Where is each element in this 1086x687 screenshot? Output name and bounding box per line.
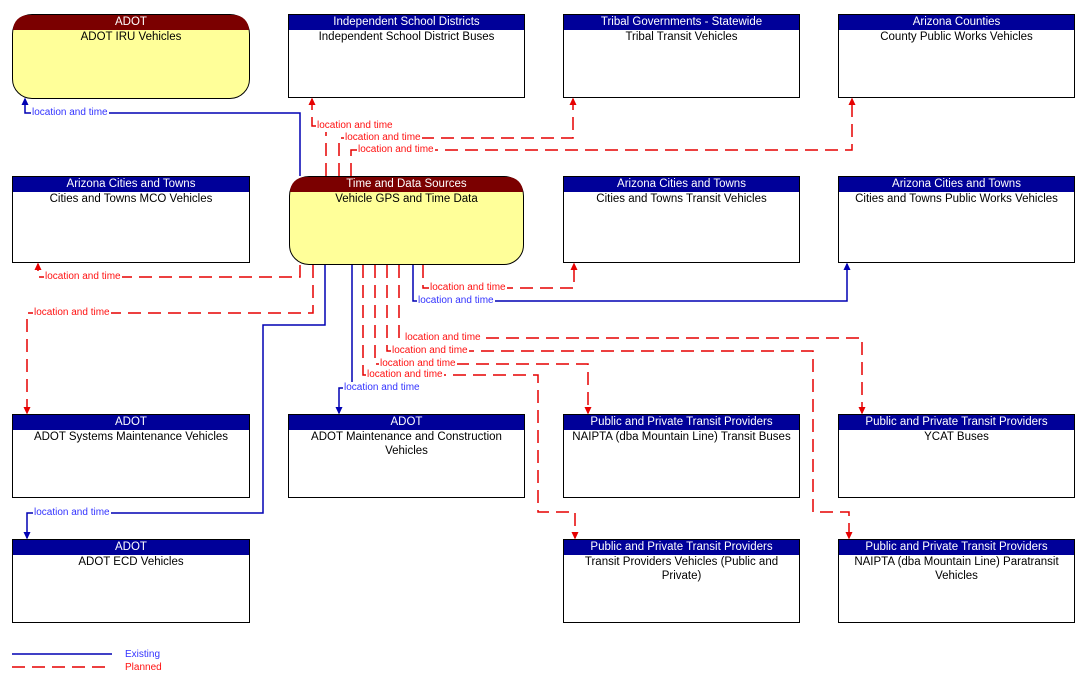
box-header: ADOT (289, 415, 524, 430)
box-body: ADOT Maintenance and Construction Vehicl… (311, 431, 502, 457)
box-header: Time and Data Sources (290, 177, 523, 192)
box-body: ADOT ECD Vehicles (78, 556, 184, 568)
box-cities-and-towns-transit-vehicles[interactable]: Arizona Cities and Towns Cities and Town… (563, 176, 800, 263)
box-naipta-transit-buses[interactable]: Public and Private Transit Providers NAI… (563, 414, 800, 498)
flow-label: location and time (44, 271, 122, 283)
box-body: Vehicle GPS and Time Data (335, 193, 478, 205)
box-header: Arizona Cities and Towns (839, 177, 1074, 192)
box-body: Cities and Towns Transit Vehicles (596, 193, 767, 205)
flow-line-county-public-works-vehicles (350, 97, 856, 176)
box-header: Independent School Districts (289, 15, 524, 30)
box-body: Cities and Towns MCO Vehicles (49, 193, 213, 205)
box-cities-and-towns-mco-vehicles[interactable]: Arizona Cities and Towns Cities and Town… (12, 176, 250, 263)
flow-label: location and time (344, 132, 422, 144)
box-tribal-transit-vehicles[interactable]: Tribal Governments - Statewide Tribal Tr… (563, 14, 800, 98)
box-body: Independent School District Buses (318, 31, 495, 43)
flow-label: location and time (417, 295, 495, 307)
box-body: YCAT Buses (924, 431, 989, 443)
box-header: ADOT (13, 415, 249, 430)
box-header: Arizona Cities and Towns (564, 177, 799, 192)
flow-label: location and time (404, 332, 482, 344)
legend-existing-label: Existing (125, 649, 161, 660)
box-adot-systems-maintenance-vehicles[interactable]: ADOT ADOT Systems Maintenance Vehicles (12, 414, 250, 498)
flow-line-independent-school-district-buses (308, 97, 327, 176)
flow-label: location and time (33, 307, 111, 319)
flow-line-adot-systems-maintenance-vehicles (23, 265, 314, 415)
box-body: Tribal Transit Vehicles (625, 31, 738, 43)
box-adot-maintenance-and-construction-vehicles[interactable]: ADOT ADOT Maintenance and Construction V… (288, 414, 525, 498)
box-header: ADOT (13, 540, 249, 555)
box-body: Cities and Towns Public Works Vehicles (855, 193, 1058, 205)
flow-label: location and time (31, 107, 109, 119)
flow-label: location and time (391, 345, 469, 357)
box-body: NAIPTA (dba Mountain Line) Transit Buses (572, 431, 791, 443)
box-adot-iru-vehicles[interactable]: ADOT ADOT IRU Vehicles (12, 14, 250, 99)
flow-label: location and time (429, 282, 507, 294)
box-county-public-works-vehicles[interactable]: Arizona Counties County Public Works Veh… (838, 14, 1075, 98)
flow-label: location and time (366, 369, 444, 381)
box-adot-ecd-vehicles[interactable]: ADOT ADOT ECD Vehicles (12, 539, 250, 623)
box-transit-providers-vehicles[interactable]: Public and Private Transit Providers Tra… (563, 539, 800, 623)
box-header: Public and Private Transit Providers (839, 415, 1074, 430)
box-independent-school-district-buses[interactable]: Independent School Districts Independent… (288, 14, 525, 98)
box-header: Public and Private Transit Providers (564, 415, 799, 430)
box-body: Transit Providers Vehicles (Public and P… (584, 556, 779, 582)
box-header: Tribal Governments - Statewide (564, 15, 799, 30)
box-header: ADOT (13, 15, 249, 30)
box-body: County Public Works Vehicles (880, 31, 1033, 43)
box-header: Public and Private Transit Providers (839, 540, 1074, 555)
box-body: NAIPTA (dba Mountain Line) Paratransit V… (854, 556, 1059, 582)
flow-label: location and time (33, 507, 111, 519)
box-ycat-buses[interactable]: Public and Private Transit Providers YCA… (838, 414, 1075, 498)
box-vehicle-gps-and-time-data[interactable]: Time and Data Sources Vehicle GPS and Ti… (289, 176, 524, 265)
flow-label: location and time (357, 144, 435, 156)
box-cities-and-towns-public-works-vehicles[interactable]: Arizona Cities and Towns Cities and Town… (838, 176, 1075, 263)
box-header: Arizona Counties (839, 15, 1074, 30)
box-header: Public and Private Transit Providers (564, 540, 799, 555)
box-body: ADOT Systems Maintenance Vehicles (33, 431, 229, 443)
box-body: ADOT IRU Vehicles (80, 31, 182, 43)
flow-label: location and time (316, 120, 394, 132)
flow-label: location and time (379, 358, 457, 370)
box-naipta-paratransit-vehicles[interactable]: Public and Private Transit Providers NAI… (838, 539, 1075, 623)
flow-label: location and time (343, 382, 421, 394)
legend-planned-label: Planned (125, 662, 162, 673)
box-header: Arizona Cities and Towns (13, 177, 249, 192)
